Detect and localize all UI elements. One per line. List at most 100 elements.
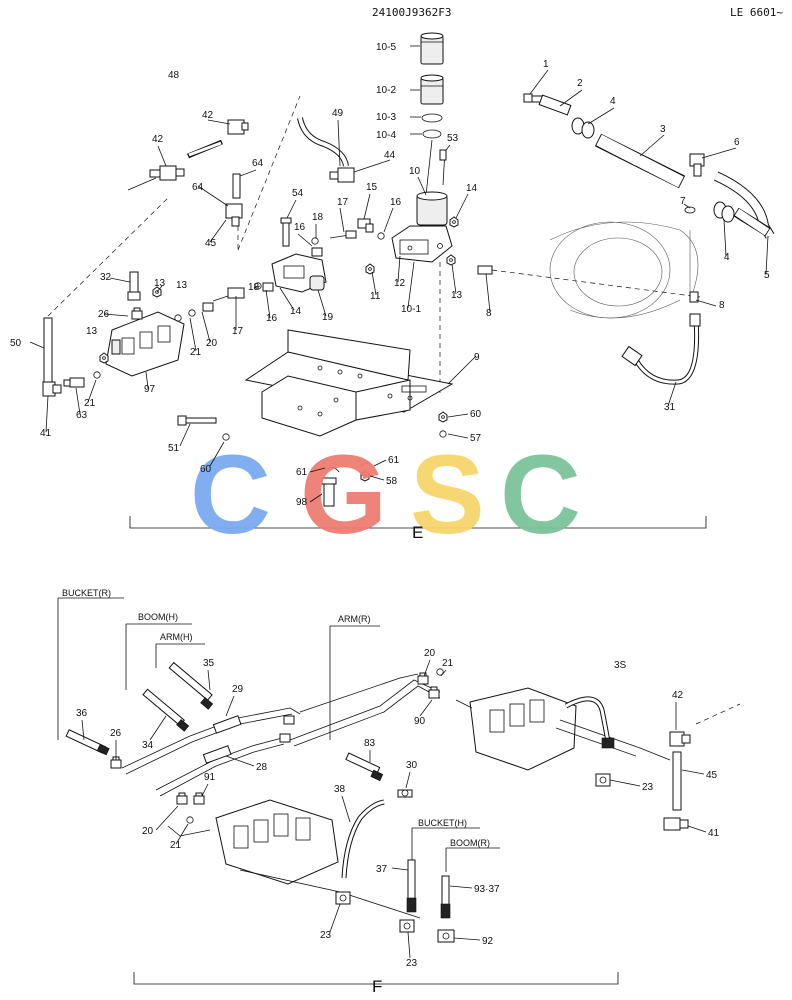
part-label: 14 (466, 183, 478, 194)
control-valve-left (167, 799, 339, 885)
part-label: 34 (142, 740, 154, 751)
part-label: 20 (424, 648, 436, 659)
part-label: 5 (764, 270, 770, 281)
part-label: 38 (334, 784, 346, 795)
part-label: 12 (394, 278, 406, 289)
part-label: 1 (543, 59, 549, 70)
elbow-23-c (595, 773, 611, 787)
section-f-label: F (372, 977, 382, 996)
watermark-letter-g: G (300, 432, 387, 557)
part-label: 45 (205, 238, 217, 249)
part-label: 16 (294, 222, 306, 233)
part-label: 13 (86, 326, 98, 337)
part-label: 45 (706, 770, 718, 781)
part-label: 93·37 (474, 884, 500, 895)
elbow-6 (689, 153, 705, 177)
part-label: 97 (144, 384, 156, 395)
part-label: 6 (734, 137, 740, 148)
part-label: 98 (296, 497, 308, 508)
part-label: 20 (142, 826, 154, 837)
part-label: 16 (266, 313, 278, 324)
part-label: 13 (154, 278, 166, 289)
part-label: 3 (660, 124, 666, 135)
hose-50 (43, 317, 53, 383)
part-label: 21 (84, 398, 96, 409)
part-label: 21 (190, 347, 202, 358)
elbow-41 (42, 381, 62, 397)
hose-tag-arm-r: ARM(R) (338, 614, 371, 624)
part-label: 8 (486, 308, 492, 319)
part-label: 4 (724, 252, 730, 263)
control-valve-97 (105, 311, 185, 377)
part-label: 10-5 (376, 42, 396, 53)
part-label: 11 (370, 291, 381, 302)
part-label: 60 (200, 464, 212, 475)
tee-42-lower (149, 165, 185, 181)
part-label: 44 (384, 150, 396, 161)
part-label: 15 (366, 182, 378, 193)
part-label: 3S (614, 660, 627, 671)
hose-93-37 (440, 875, 451, 919)
part-label: 23 (406, 958, 418, 969)
part-label: 37 (376, 864, 388, 875)
filter-element (420, 74, 444, 105)
bolt-51 (177, 415, 217, 426)
section-f (57, 597, 741, 985)
control-valve-right (455, 687, 577, 771)
part-label: 61 (388, 455, 400, 466)
part-label: 36 (76, 708, 88, 719)
tee-44 (329, 167, 355, 183)
hose-tag-boom-r: BOOM(R) (450, 838, 490, 848)
part-label: 21 (170, 840, 182, 851)
filter-ring (421, 113, 443, 123)
part-label: 17 (337, 197, 349, 208)
part-label: 51 (168, 443, 180, 454)
part-label: 16 (390, 197, 402, 208)
hose-tag-arm-h: ARM(H) (160, 632, 193, 642)
part-label: 42 (202, 110, 214, 121)
part-label: 18 (248, 282, 260, 293)
hose-tag-boom-h: BOOM(H) (138, 612, 178, 622)
part-label: 64 (192, 182, 204, 193)
valve-block-19 (271, 253, 327, 293)
part-label: 90 (414, 716, 426, 727)
part-label: 9 (474, 352, 480, 363)
part-label: 10-1 (401, 304, 421, 315)
watermark-letter-c1: C (190, 432, 271, 557)
section-e-label: E (412, 523, 423, 542)
clamp-4-upper (571, 117, 595, 139)
tee-45 (225, 203, 243, 227)
filter-oring (422, 129, 442, 139)
part-label: 60 (470, 409, 482, 420)
fitting-32 (127, 271, 141, 301)
part-label: 92 (482, 936, 494, 947)
hose-36 (65, 729, 110, 756)
part-label: 54 (292, 188, 304, 199)
tee-42-f (669, 731, 691, 747)
part-label: 49 (332, 108, 344, 119)
elbow-15 (357, 218, 374, 233)
watermark-letter-s: S (410, 432, 485, 557)
part-label: 64 (252, 158, 264, 169)
part-label: 30 (406, 760, 418, 771)
section-e (42, 32, 775, 529)
part-label: 91 (204, 772, 216, 783)
elbow-41-f (663, 817, 689, 831)
part-label: 10-3 (376, 112, 396, 123)
bolt-98 (321, 477, 337, 507)
hose-31 (621, 313, 701, 385)
part-label: 10 (409, 166, 421, 177)
part-label: 31 (664, 402, 676, 413)
part-label: 8 (719, 300, 725, 311)
section-e-labels: 10-5 10-2 10-3 10-4 53 10 1 2 4 3 6 48 4… (10, 42, 770, 508)
part-label: 50 (10, 338, 22, 349)
part-label: 4 (610, 96, 616, 107)
part-label: 2 (577, 78, 583, 89)
part-label: 29 (232, 684, 244, 695)
hose-35 (168, 661, 214, 710)
hose-tag-bucket-h: BUCKET(H) (418, 818, 467, 828)
part-label: 23 (642, 782, 654, 793)
hose-83 (345, 752, 384, 782)
part-label: 26 (98, 309, 110, 320)
